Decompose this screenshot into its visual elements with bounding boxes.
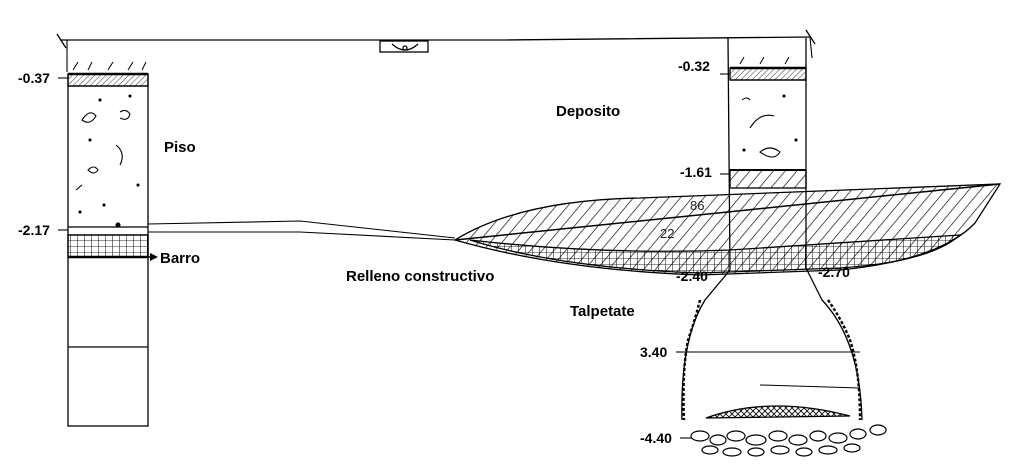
barro-thin-layer xyxy=(115,220,456,241)
elevation-pit-mid: 3.40 xyxy=(640,344,668,360)
relleno-lens xyxy=(453,183,1002,276)
left-column-inclusions xyxy=(75,94,140,214)
label-relleno-constructivo: Relleno constructivo xyxy=(346,268,495,285)
elevation-left-mid: -2.17 xyxy=(18,222,50,238)
sketch-mark-a: 86 xyxy=(690,198,704,213)
label-barro: Barro xyxy=(160,250,201,267)
elevation-right-top: -0.32 xyxy=(678,58,710,74)
ground-surface-line xyxy=(56,29,816,72)
pit-pebbles xyxy=(690,424,887,457)
elevation-pit-bottom: -4.40 xyxy=(640,430,672,446)
label-deposito: Deposito xyxy=(556,103,621,120)
elevation-right-mid: -1.61 xyxy=(680,164,712,180)
label-talpetate: Talpetate xyxy=(570,303,635,320)
sketch-mark-b: 22 xyxy=(660,226,674,241)
right-profile-column xyxy=(727,37,807,271)
talpetate-pit xyxy=(681,267,863,421)
elevation-leader-lines xyxy=(58,73,730,439)
label-piso: Piso xyxy=(164,139,196,156)
elevation-right-low-left: -2.40 xyxy=(676,268,708,284)
barro-arrow-icon xyxy=(148,253,158,261)
right-column-inclusions xyxy=(741,94,798,158)
left-profile-column xyxy=(67,61,149,427)
elevation-right-low-right: -2.70 xyxy=(818,264,850,280)
elevation-left-top: -0.37 xyxy=(18,70,50,86)
surface-feature xyxy=(379,40,429,53)
